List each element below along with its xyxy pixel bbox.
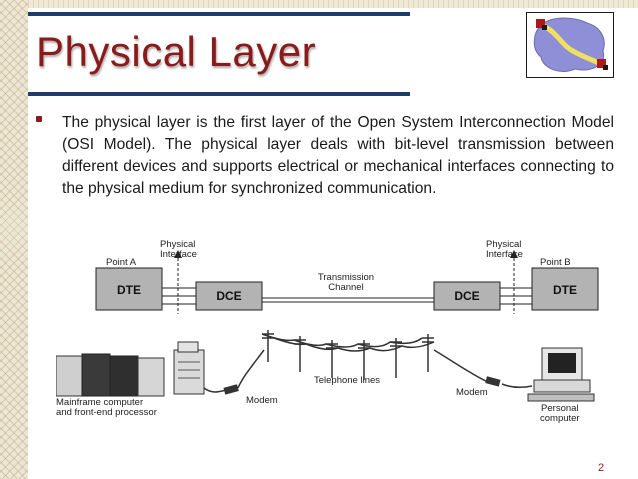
title-rule	[28, 92, 410, 96]
modem-icon	[223, 384, 239, 395]
bullet-text: The physical layer is the first layer of…	[62, 114, 614, 197]
personal-computer-icon	[527, 347, 595, 402]
telephone-lines-label: Telephone lines	[314, 375, 381, 386]
telephone-pole-icon	[261, 330, 435, 380]
page-number: 2	[598, 462, 605, 474]
modem-left-label: Modem	[246, 395, 278, 406]
modem-right-label: Modem	[456, 387, 488, 398]
bullet-item: The physical layer is the first layer of…	[36, 112, 614, 200]
bullet-icon	[36, 116, 42, 122]
top-rule	[28, 12, 410, 16]
top-pattern-band	[28, 0, 638, 8]
dce-left-label: DCE	[216, 289, 242, 303]
point-b-label: Point B	[540, 257, 571, 268]
point-a-label: Point A	[106, 257, 137, 268]
dce-right-label: DCE	[454, 289, 480, 303]
left-pattern-strip	[0, 0, 28, 479]
mainframe-icon	[56, 341, 205, 397]
slide-title: Physical Layer	[36, 28, 317, 75]
physical-interface-right-label: Physical Interface	[486, 239, 523, 260]
dte-left-label: DTE	[117, 283, 141, 297]
personal-computer-label: Personal computer	[540, 403, 580, 424]
physical-layer-diagram: Physical Interface Point A Physical Inte…	[56, 238, 616, 428]
dte-right-label: DTE	[553, 283, 577, 297]
transmission-channel-label: Transmission Channel	[317, 272, 375, 293]
physical-interface-left-label: Physical Interface	[160, 239, 197, 260]
diagram-graphics	[56, 250, 599, 402]
modem-icon	[485, 376, 501, 387]
mainframe-label: Mainframe computer and front-end process…	[56, 397, 157, 418]
network-logo-icon	[526, 12, 614, 78]
